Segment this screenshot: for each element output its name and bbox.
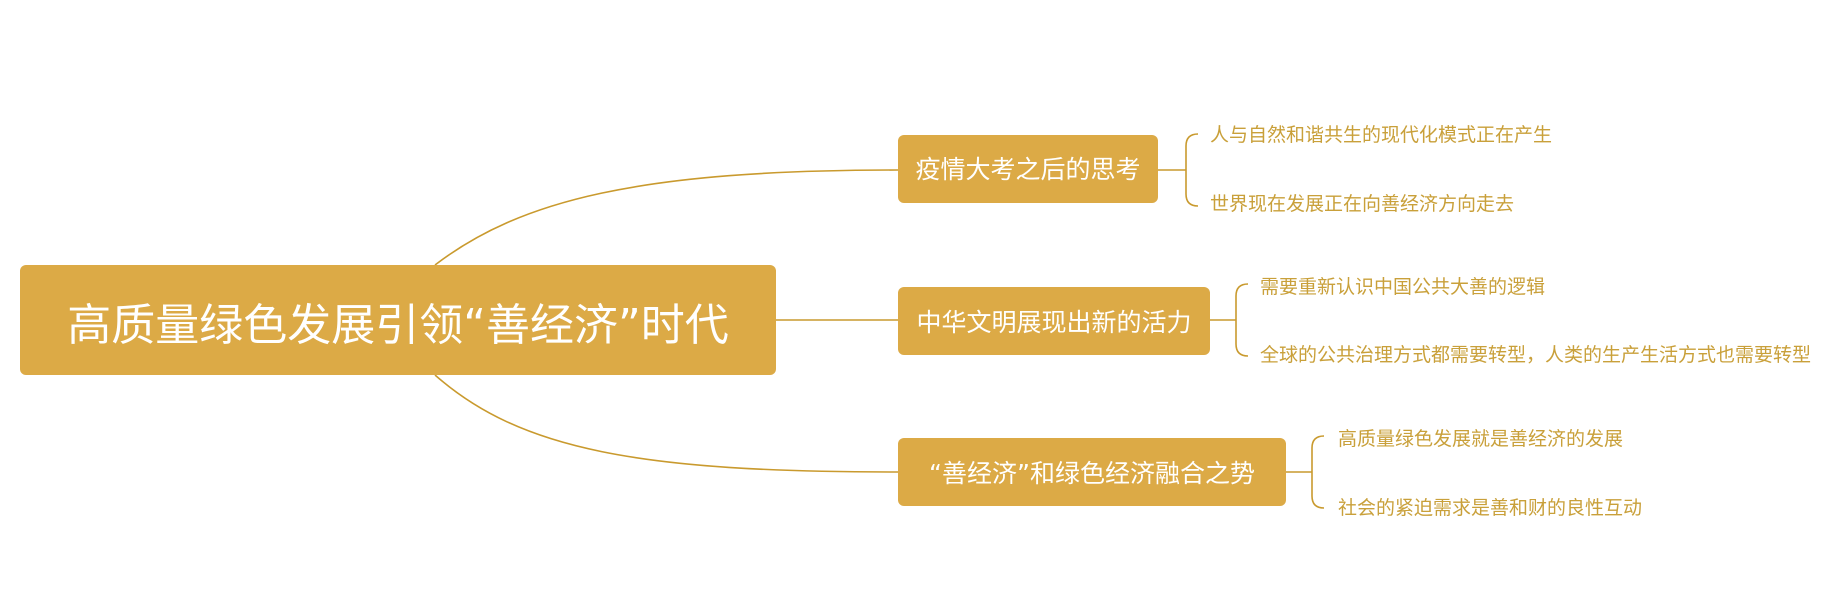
root-node[interactable]: 高质量绿色发展引领“善经济”时代 [20, 265, 776, 375]
branch-3-bracket [1311, 435, 1325, 509]
leaf-1-2: 世界现在发展正在向善经济方向走去 [1210, 193, 1514, 215]
leaf-2-2-label: 全球的公共治理方式都需要转型，人类的生产生活方式也需要转型 [1260, 344, 1811, 366]
branch-node-2[interactable]: 中华文明展现出新的活力 [898, 287, 1210, 355]
leaf-3-2: 社会的紧迫需求是善和财的良性互动 [1338, 497, 1642, 519]
leaf-1-1-label: 人与自然和谐共生的现代化模式正在产生 [1210, 124, 1552, 146]
branch-3-label: “善经济”和绿色经济融合之势 [929, 459, 1255, 488]
branch-1-label: 疫情大考之后的思考 [915, 155, 1140, 184]
connector-root-branch-1 [434, 169, 899, 266]
leaf-2-2: 全球的公共治理方式都需要转型，人类的生产生活方式也需要转型 [1260, 344, 1811, 366]
branch-node-1[interactable]: 疫情大考之后的思考 [898, 135, 1158, 203]
leaf-3-1: 高质量绿色发展就是善经济的发展 [1338, 428, 1623, 450]
branch-2-label: 中华文明展现出新的活力 [916, 308, 1191, 337]
leaf-1-2-label: 世界现在发展正在向善经济方向走去 [1210, 193, 1514, 215]
branch-node-3[interactable]: “善经济”和绿色经济融合之势 [898, 438, 1286, 506]
branch-1-bracket [1185, 133, 1199, 207]
leaf-1-1: 人与自然和谐共生的现代化模式正在产生 [1210, 124, 1552, 146]
leaf-3-1-label: 高质量绿色发展就是善经济的发展 [1338, 428, 1623, 450]
connector-root-branch-3 [434, 374, 899, 473]
leaf-2-1-label: 需要重新认识中国公共大善的逻辑 [1260, 276, 1545, 298]
branch-2-bracket [1235, 283, 1249, 357]
leaf-3-2-label: 社会的紧迫需求是善和财的良性互动 [1338, 497, 1642, 519]
leaf-2-1: 需要重新认识中国公共大善的逻辑 [1260, 276, 1545, 298]
root-label: 高质量绿色发展引领“善经济”时代 [67, 300, 729, 351]
